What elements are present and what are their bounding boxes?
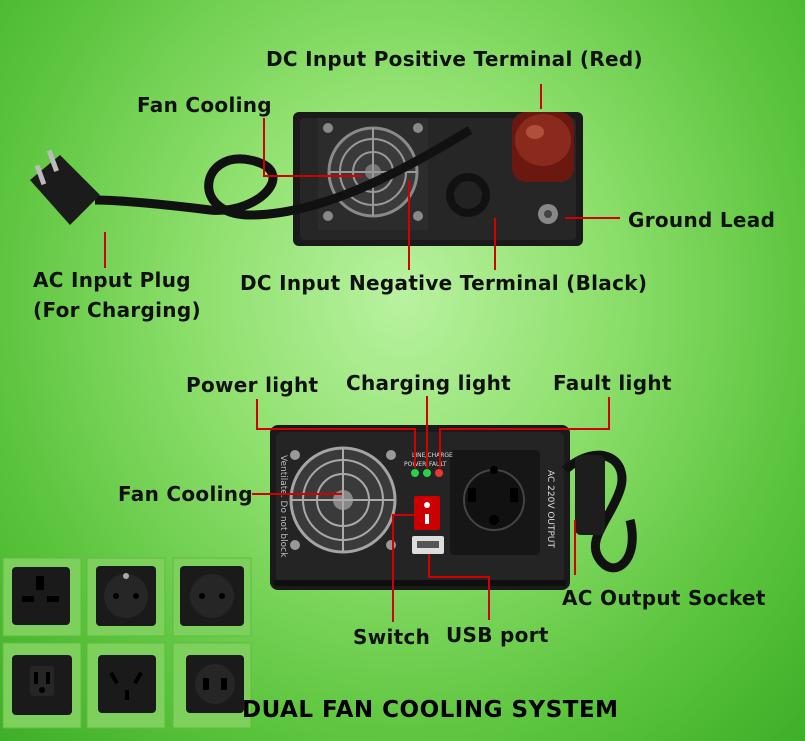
leader-ac-output [574,520,576,575]
ac-output-text: AC 220V OUTPUT [545,470,555,549]
label-charging-light: Charging light [346,371,511,395]
label-switch: Switch [353,625,431,649]
leader-switch-h [392,514,416,516]
leader-power-light-v [256,399,258,429]
top-inverter-image [30,112,583,246]
leader-dc-positive [540,84,542,109]
leader-ground [565,217,620,219]
label-ac-output-socket: AC Output Socket [562,586,766,610]
leader-power-light-h [256,428,416,430]
leader-fan-cooling-bottom [252,493,342,495]
label-usb-port: USB port [446,623,549,647]
ventilate-text: Ventilate. Do not block [278,455,288,558]
label-negative-terminal: Negative Terminal (Black) [349,271,648,295]
socket-thumbnails [2,557,252,729]
label-fault-light: Fault light [553,371,672,395]
fault-text: FAULT [429,461,447,468]
leader-power-light-v2 [414,428,416,468]
leader-fan-cooling-top [263,118,265,176]
label-dc-input: DC Input [240,271,341,295]
leader-fan-cooling-top-h [263,175,363,177]
leader-switch-v [392,514,394,622]
label-ground-lead: Ground Lead [628,208,776,232]
footer-title: DUAL FAN COOLING SYSTEM [242,697,619,723]
leader-ac-plug [104,232,106,268]
leader-fault-light-v2 [439,428,441,468]
leader-charging-light [426,396,428,468]
leader-negative [494,218,496,270]
line-charge-text: LINE/CHARGE [412,452,453,459]
leader-usb-v2 [488,576,490,620]
label-dc-positive: DC Input Positive Terminal (Red) [266,47,643,71]
leader-usb-v [428,554,430,578]
leader-fault-light-v [608,397,610,429]
label-ac-input-plug: AC Input Plug [33,268,191,292]
leader-dc-input [408,180,410,270]
label-fan-cooling-bottom: Fan Cooling [118,482,253,506]
label-for-charging: (For Charging) [33,298,201,322]
bottom-inverter-image [270,425,637,590]
label-power-light: Power light [186,373,319,397]
leader-usb-h [428,576,490,578]
leader-spacer [270,84,542,86]
leader-fault-light-h [439,428,610,430]
label-fan-cooling-top: Fan Cooling [137,93,272,117]
